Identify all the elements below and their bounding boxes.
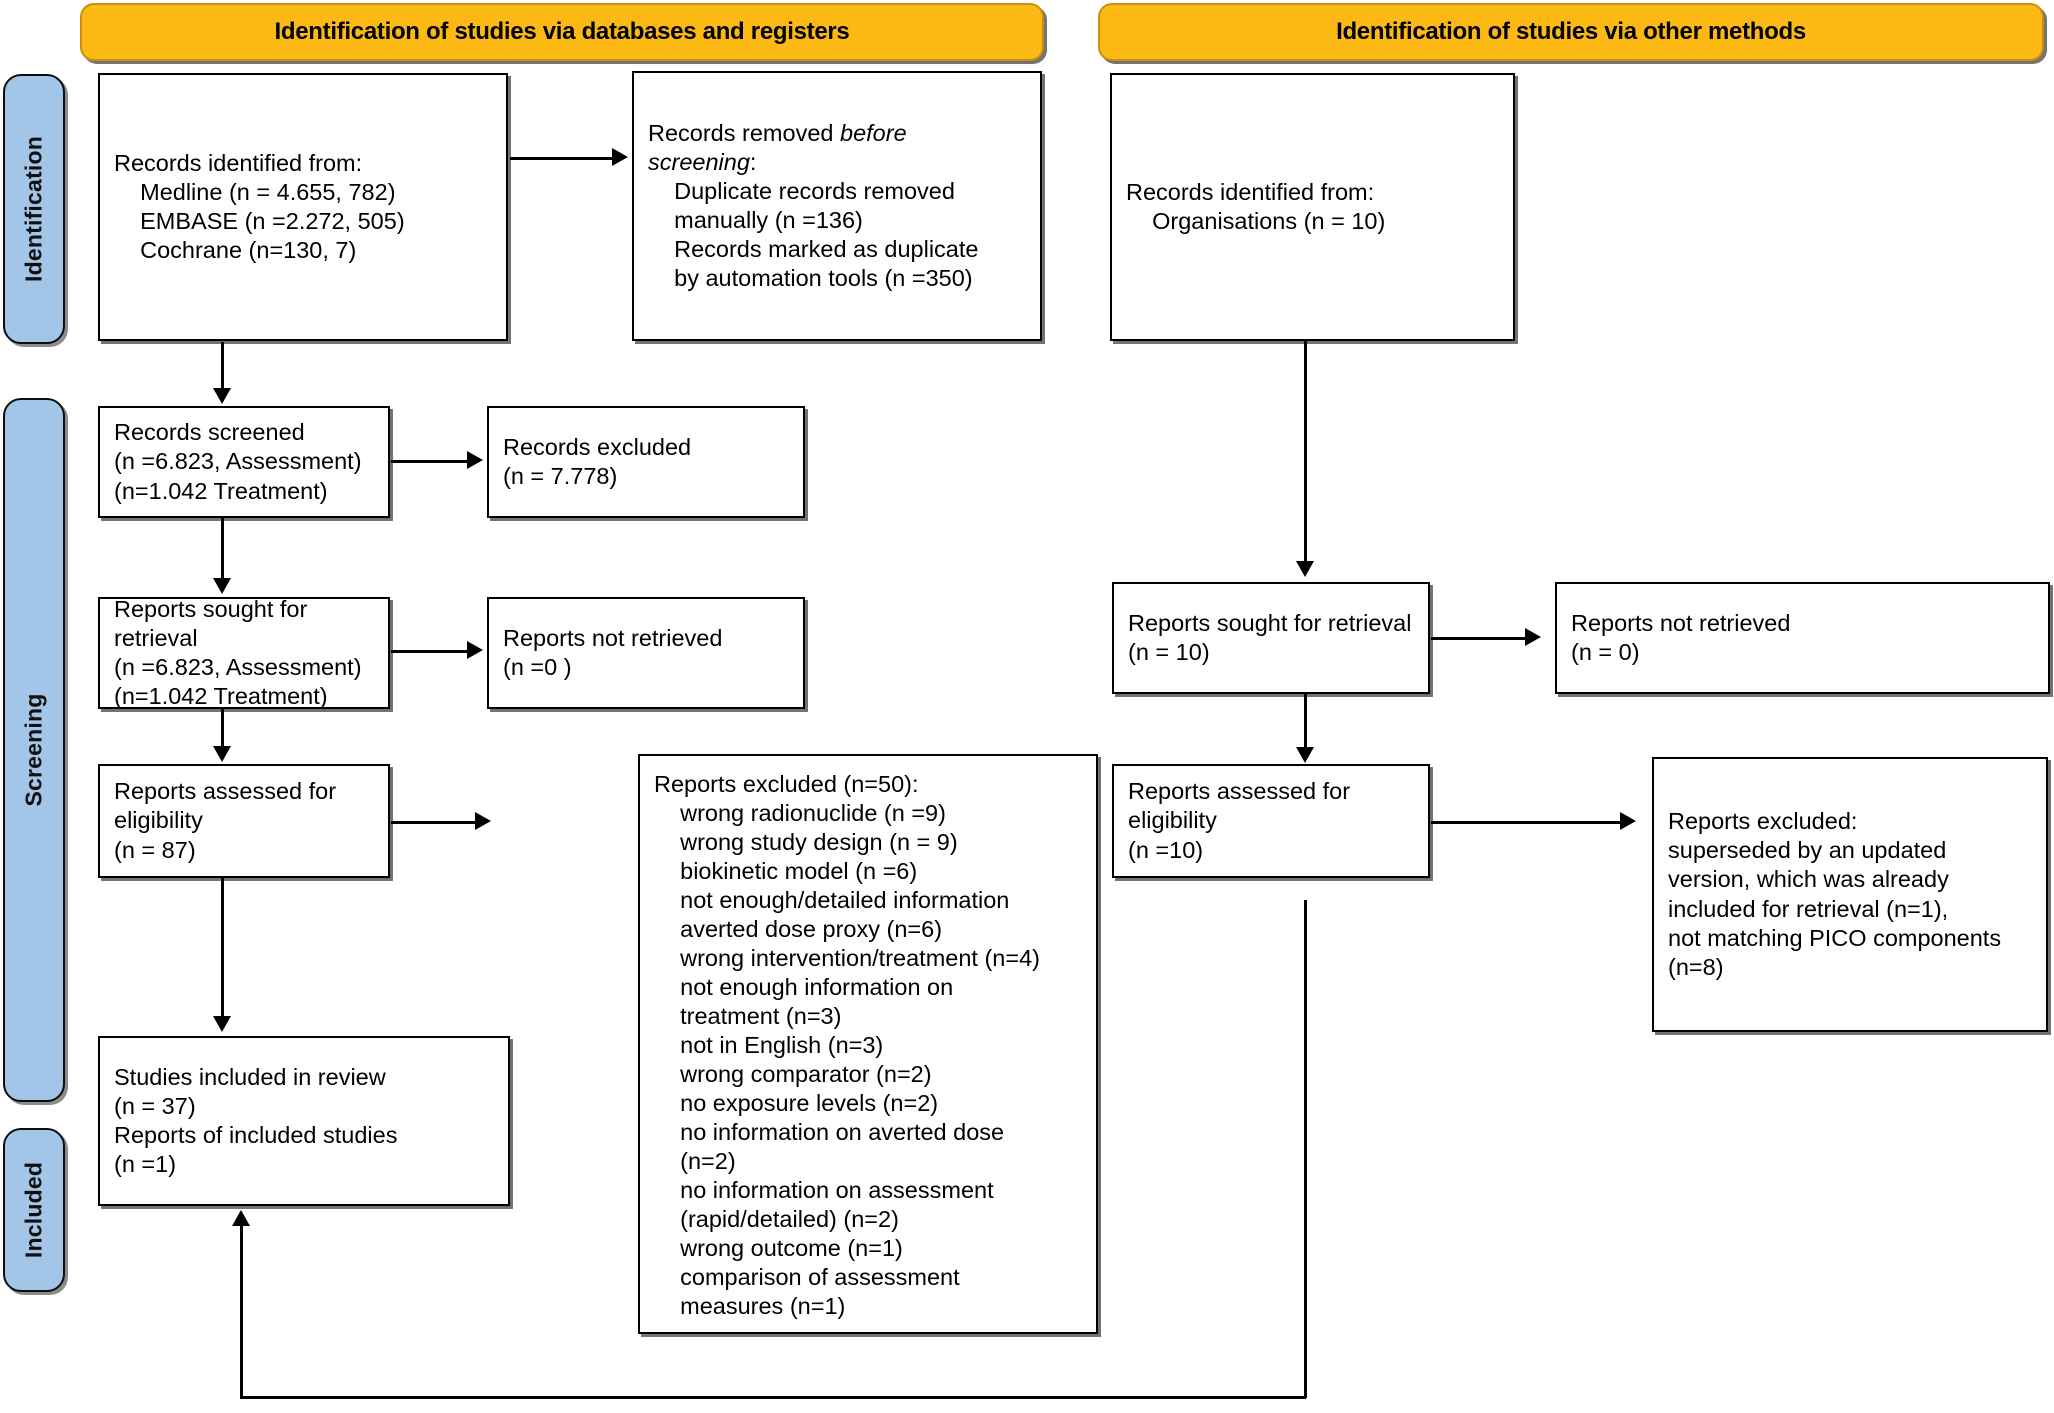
- arrowhead-sought-to-not-retrieved-icon: [467, 641, 483, 659]
- arrowhead-identified-to-screened-icon: [213, 388, 231, 404]
- reports-sought-other-text: Reports sought for retrieval (n = 10): [1128, 609, 1412, 665]
- connector-assessed-to-included: [221, 878, 224, 1018]
- reports-excluded-other-text: Reports excluded: superseded by an updat…: [1668, 808, 2002, 980]
- connector-other-assessed-to-excluded: [1431, 821, 1623, 824]
- connector-sought-to-not-retrieved: [391, 650, 469, 653]
- connector-other-sought-to-not-retrieved: [1431, 637, 1527, 640]
- connector-identified-to-screened: [221, 342, 224, 390]
- box-reports-sought-other: Reports sought for retrieval (n = 10): [1112, 582, 1430, 694]
- box-records-removed-before-screening: Records removed before screening: Duplic…: [632, 71, 1042, 341]
- rail-screening-label: Screening: [20, 693, 47, 807]
- reports-assessed-other-text: Reports assessed for eligibility (n =10): [1128, 778, 1351, 863]
- connector-return-vertical-right: [1304, 900, 1307, 1398]
- box-reports-excluded-other: Reports excluded: superseded by an updat…: [1652, 757, 2048, 1032]
- connector-identified-to-removed: [510, 157, 614, 160]
- connector-return-vertical-left: [240, 1226, 243, 1398]
- arrowhead-assessed-to-included-icon: [213, 1016, 231, 1032]
- connector-sought-to-assessed: [221, 709, 224, 748]
- rail-screening: Screening: [3, 398, 65, 1102]
- header-databases-label: Identification of studies via databases …: [274, 18, 850, 45]
- header-other-methods: Identification of studies via other meth…: [1098, 3, 2044, 61]
- reports-sought-databases-text: Reports sought for retrieval (n =6.823, …: [114, 595, 362, 710]
- records-removed-lead: Records removed: [648, 119, 840, 146]
- connector-other-sought-to-assessed: [1304, 694, 1307, 749]
- box-reports-sought-databases: Reports sought for retrieval (n =6.823, …: [98, 595, 390, 710]
- reports-assessed-databases-text: Reports assessed for eligibility (n = 87…: [114, 778, 337, 863]
- box-studies-included: Studies included in review (n = 37) Repo…: [98, 1036, 510, 1206]
- rail-identification: Identification: [3, 74, 65, 344]
- records-excluded-text: Records excluded (n = 7.778): [503, 433, 692, 489]
- arrowhead-sought-to-assessed-icon: [213, 746, 231, 762]
- records-removed-text: Records removed before screening: Duplic…: [634, 119, 992, 293]
- records-removed-italic-before: before: [840, 119, 907, 146]
- arrowhead-screened-to-sought-icon: [213, 578, 231, 594]
- box-records-identified-databases: Records identified from: Medline (n = 4.…: [98, 73, 508, 341]
- studies-included-text: Studies included in review (n = 37) Repo…: [114, 1063, 398, 1178]
- connector-other-identified-to-sought: [1304, 341, 1307, 563]
- records-identified-databases-text: Records identified from: Medline (n = 4.…: [114, 149, 405, 264]
- box-records-identified-other: Records identified from: Organisations (…: [1110, 73, 1515, 341]
- arrowhead-other-identified-to-sought-icon: [1296, 561, 1314, 577]
- arrowhead-other-sought-to-assessed-icon: [1296, 747, 1314, 763]
- connector-screened-to-sought: [221, 518, 224, 580]
- connector-assessed-to-reports-excluded: [391, 821, 477, 824]
- arrowhead-screened-to-excluded-icon: [467, 451, 483, 469]
- box-reports-assessed-other: Reports assessed for eligibility (n =10): [1112, 764, 1430, 878]
- records-removed-italic-screening: screening: [648, 148, 750, 175]
- rail-identification-label: Identification: [20, 136, 47, 282]
- rail-included: Included: [3, 1128, 65, 1292]
- reports-not-retrieved-other-text: Reports not retrieved (n = 0): [1571, 609, 1791, 665]
- box-reports-not-retrieved-other: Reports not retrieved (n = 0): [1555, 582, 2050, 694]
- box-reports-not-retrieved-databases: Reports not retrieved (n =0 ): [487, 597, 805, 709]
- arrowhead-other-assessed-to-excluded-icon: [1620, 812, 1636, 830]
- box-reports-assessed-databases: Reports assessed for eligibility (n = 87…: [98, 764, 390, 878]
- box-records-screened: Records screened (n =6.823, Assessment) …: [98, 406, 390, 518]
- header-other-label: Identification of studies via other meth…: [1336, 18, 1806, 45]
- connector-return-horizontal: [240, 1396, 1306, 1399]
- box-records-excluded: Records excluded (n = 7.778): [487, 406, 805, 518]
- rail-included-label: Included: [20, 1161, 47, 1259]
- header-databases-and-registers: Identification of studies via databases …: [80, 3, 1044, 61]
- reports-excluded-databases-text: Reports excluded (n=50): wrong radionucl…: [654, 771, 1040, 1320]
- connector-screened-to-excluded: [391, 460, 469, 463]
- arrowhead-return-to-included-icon: [232, 1210, 250, 1226]
- reports-not-retrieved-databases-text: Reports not retrieved (n =0 ): [503, 624, 723, 680]
- records-removed-rest: : Duplicate records removed manually (n …: [674, 148, 979, 292]
- arrowhead-assessed-to-reports-excluded-icon: [475, 812, 491, 830]
- records-screened-text: Records screened (n =6.823, Assessment) …: [114, 419, 362, 504]
- records-identified-other-text: Records identified from: Organisations (…: [1126, 178, 1386, 234]
- arrowhead-identified-to-removed-icon: [612, 148, 628, 166]
- box-reports-excluded-databases: Reports excluded (n=50): wrong radionucl…: [638, 754, 1098, 1334]
- arrowhead-other-sought-to-not-retrieved-icon: [1525, 628, 1541, 646]
